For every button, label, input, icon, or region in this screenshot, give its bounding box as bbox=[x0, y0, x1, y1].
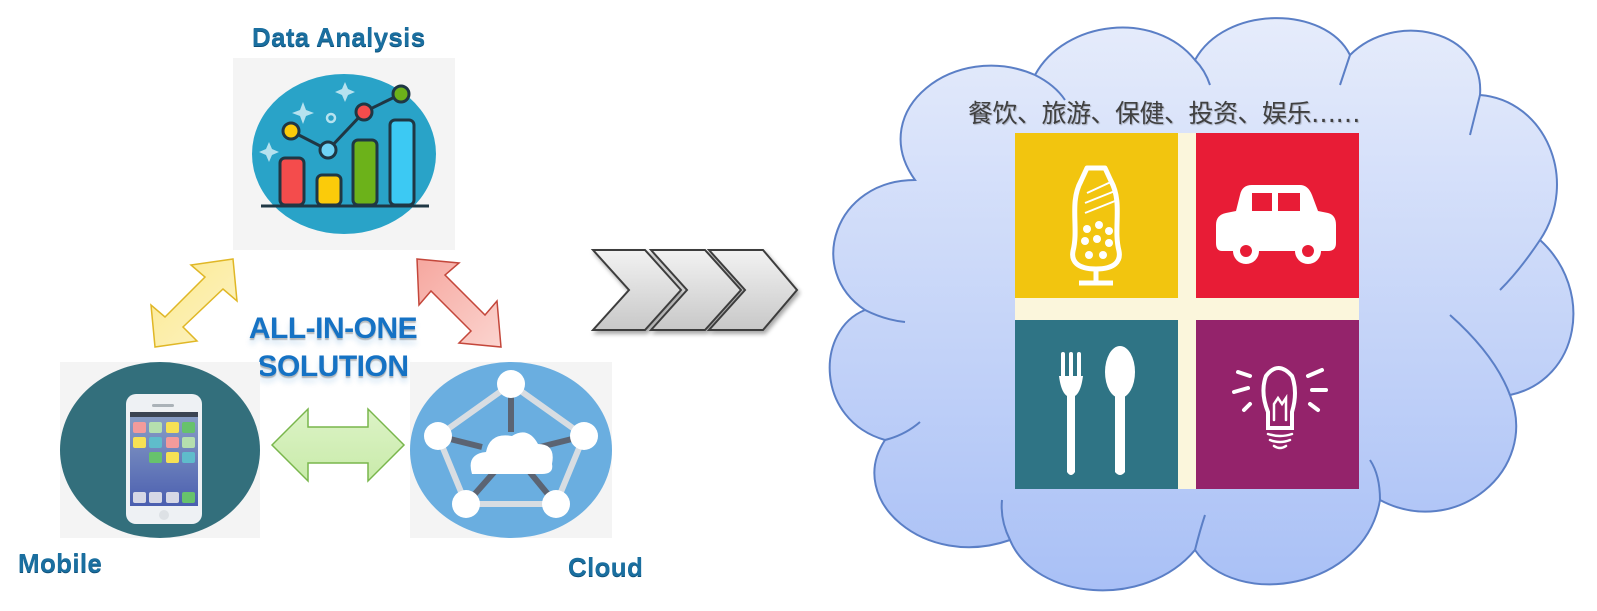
car-icon bbox=[1216, 185, 1336, 264]
all-in-one-solution-text: ALL-IN-ONE SOLUTION bbox=[238, 310, 428, 386]
tile-fashion bbox=[1015, 133, 1178, 298]
tile-travel bbox=[1196, 133, 1359, 298]
cloud-network-icon bbox=[410, 362, 612, 538]
center-text-line1: ALL-IN-ONE bbox=[248, 312, 418, 345]
chevron-2 bbox=[648, 249, 743, 331]
connector-data-cloud-arrow bbox=[416, 258, 502, 348]
cloud-label: Cloud bbox=[568, 552, 644, 582]
flow-chevrons bbox=[590, 249, 799, 331]
connector-mobile-data-arrow bbox=[150, 258, 238, 348]
smartphone-icon bbox=[60, 362, 260, 538]
data-analysis-label: Data Analysis bbox=[252, 22, 426, 52]
connector-mobile-cloud-arrow bbox=[270, 407, 406, 483]
mobile-panel bbox=[60, 362, 260, 538]
mobile-label: Mobile bbox=[18, 548, 103, 578]
bar-chart-icon bbox=[252, 74, 436, 234]
tile-dining bbox=[1015, 320, 1178, 489]
fork-spoon-icon bbox=[1059, 346, 1135, 475]
chevron-1 bbox=[590, 249, 683, 331]
mannequin-icon bbox=[1070, 165, 1122, 286]
services-tile-grid bbox=[1015, 133, 1359, 489]
data-analysis-panel bbox=[233, 58, 455, 250]
center-text-line2: SOLUTION bbox=[257, 350, 410, 383]
tile-ideas bbox=[1196, 320, 1359, 489]
services-caption: 餐饮、旅游、保健、投资、娱乐…… bbox=[968, 99, 1361, 128]
chevron-3 bbox=[706, 249, 799, 331]
lightbulb-icon bbox=[1232, 366, 1328, 450]
cloud-panel bbox=[410, 362, 612, 538]
